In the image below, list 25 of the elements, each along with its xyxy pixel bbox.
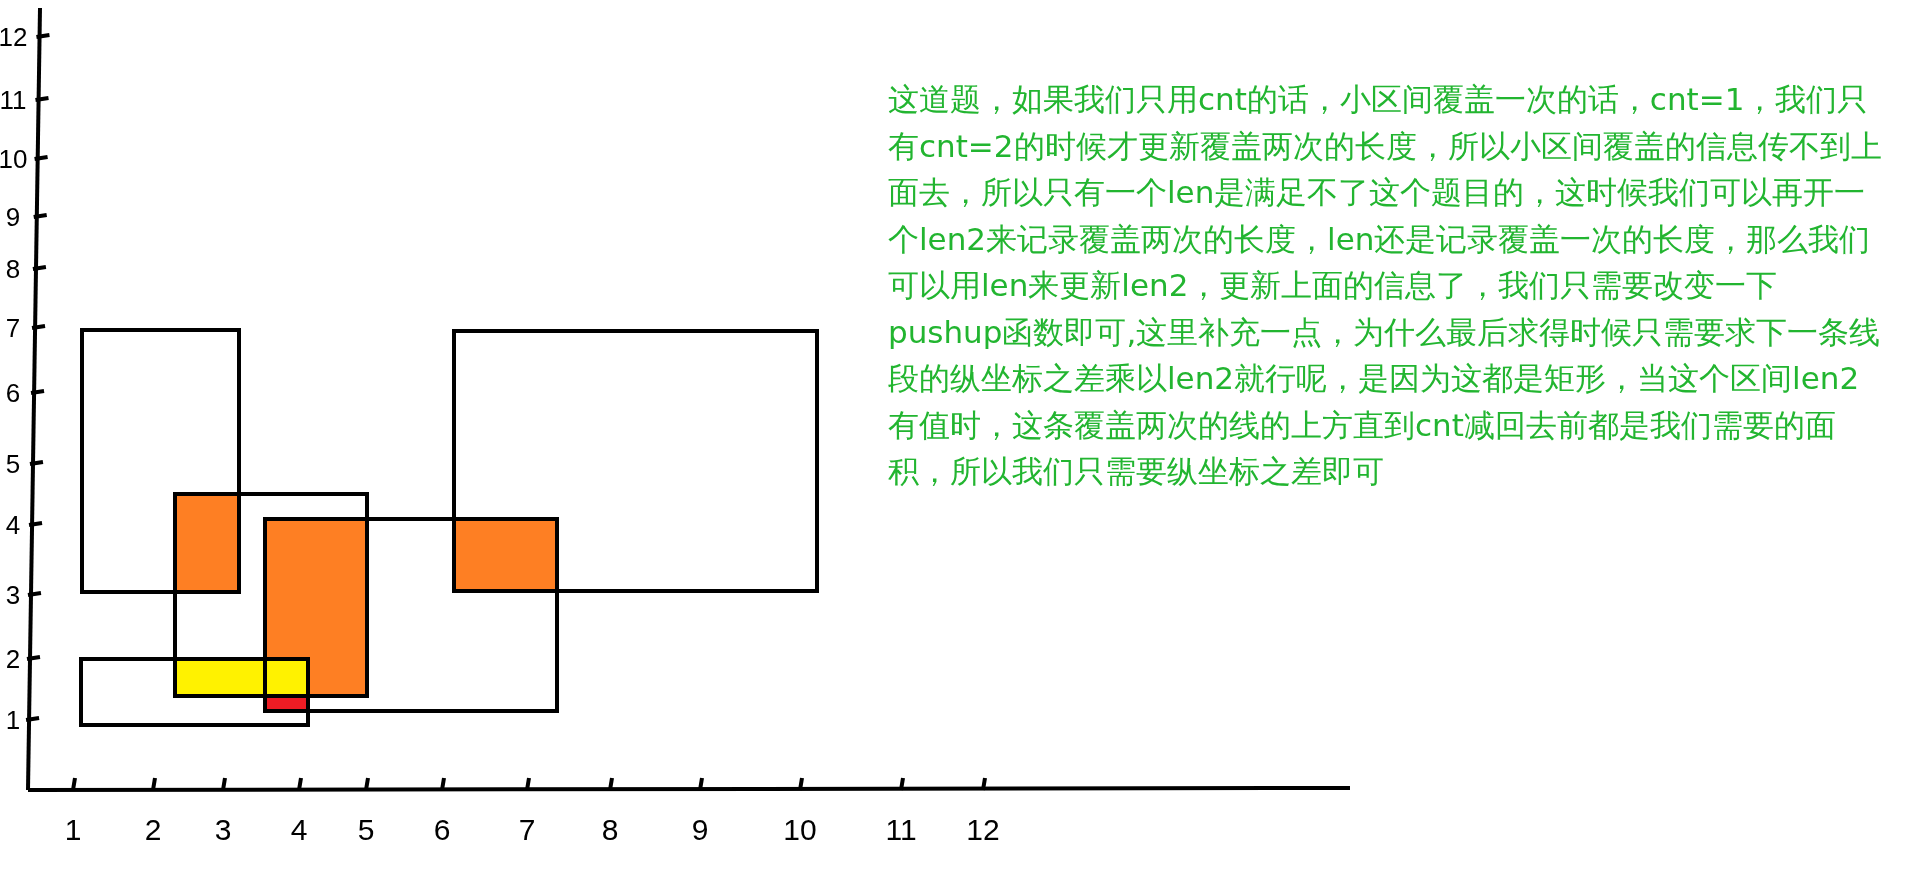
axis-tick-label: 1 [64,815,82,845]
axis-tick-label: 7 [5,315,21,341]
axis-tick-label: 9 [691,815,709,845]
axis-tick-label: 12 [966,815,1000,845]
axis-tick-label: 4 [5,512,21,538]
axis-tick-label: 3 [214,815,232,845]
explanation-text: 这道题，如果我们只用cnt的话，小区间覆盖一次的话，cnt=1，我们只有cnt=2的时候才更新覆盖两次的长度，所以小区间覆盖的信息传不到上面去，所以只有一个len是满足不了这个题目的，这时候我们可以再开一个len2来记录覆盖两次的长度，len还是记录覆盖一次的长度，那么我们可以用len来更新len2，更新上面的信息了，我们只需要改变一下pushup函数即可,这里补充一点，为什么最后求得时候只需要求下一条线段的纵坐标之差乘以len2就行呢，是因为这都是矩形，当这个区间len2有值时，这条覆盖两次的线的上方直到cnt减回去前都是我们需要的面积，所以我们只需要纵坐标之差即可 [888,80,1883,491]
axis-tick-label: 1 [5,707,21,733]
axis-tick-label: 9 [5,204,21,230]
axis-tick-label: 2 [5,646,21,672]
axis-tick-label: 8 [601,815,619,845]
axis-tick-label: 6 [5,380,21,406]
axis-tick-label: 2 [144,815,162,845]
axis-tick-label: 12 [0,24,28,50]
axis-tick-label: 7 [518,815,536,845]
axis-tick-label: 3 [5,582,21,608]
axis-tick-label: 11 [885,815,917,845]
axis-tick-label: 5 [5,451,21,477]
axis-tick-label: 8 [5,256,21,282]
axis-tick-label: 11 [0,87,27,113]
axis-tick-label: 4 [290,815,308,845]
axis-tick-label: 10 [783,815,817,845]
axis-tick-label: 6 [433,815,451,845]
axis-tick-label: 5 [357,815,375,845]
axis-tick-label: 10 [0,146,28,172]
